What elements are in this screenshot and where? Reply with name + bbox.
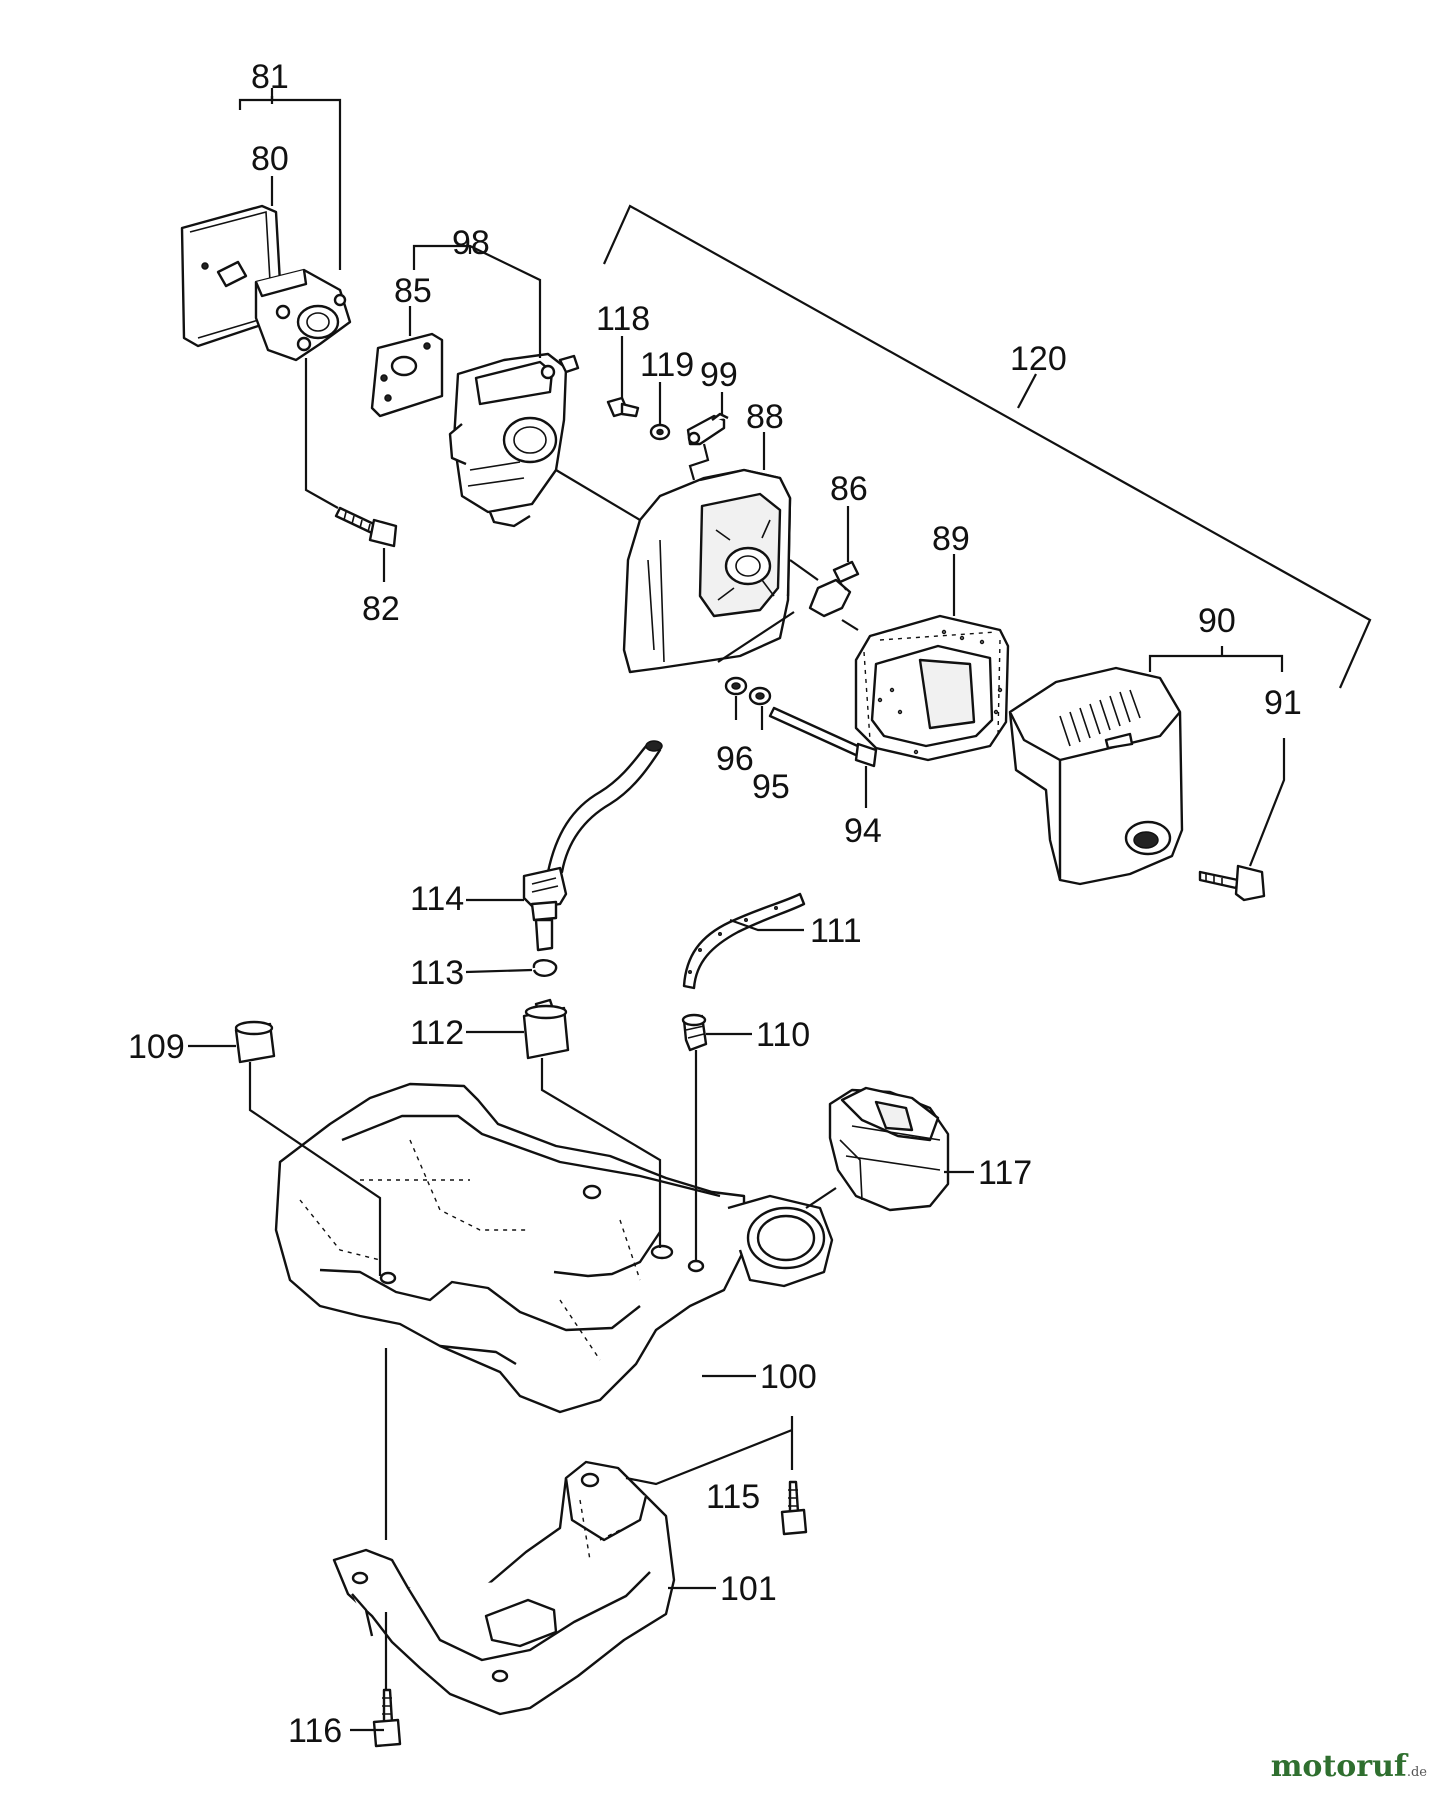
label-110: 110	[756, 1016, 810, 1054]
watermark-logo: motoruf.de	[1271, 1749, 1427, 1784]
watermark-main: motoruf	[1270, 1749, 1407, 1784]
label-82: 82	[362, 590, 400, 628]
label-80: 80	[251, 140, 289, 178]
label-118: 118	[596, 300, 650, 338]
label-96: 96	[716, 740, 754, 778]
label-98: 98	[452, 224, 490, 262]
part-98-carburetor	[448, 352, 580, 528]
label-120: 120	[1010, 340, 1067, 378]
part-111-vent-hose	[682, 892, 806, 990]
part-85-gasket	[370, 332, 444, 418]
label-86: 86	[830, 470, 868, 508]
leader-lines	[188, 88, 1372, 1732]
part-86-knob	[808, 560, 860, 618]
fuel-pipe-upper	[546, 740, 663, 874]
part-100-fuel-tank	[274, 1082, 834, 1414]
callout-labels: 81 80 82 85 98 118 119 99 88 86 89 120 9…	[128, 58, 1302, 1750]
part-116-screw	[372, 1688, 402, 1748]
part-99-bracket	[686, 412, 729, 446]
part-119-washer	[649, 423, 671, 441]
part-88-air-cleaner-case	[622, 468, 792, 674]
part-95-washer	[748, 686, 772, 706]
label-85: 85	[394, 272, 432, 310]
label-119: 119	[640, 346, 694, 384]
watermark-suffix: .de	[1406, 1765, 1427, 1780]
label-101: 101	[720, 1570, 777, 1608]
part-112-grommet	[522, 998, 570, 1060]
part-94-long-bolt	[768, 706, 878, 768]
label-116: 116	[288, 1712, 342, 1750]
label-100: 100	[760, 1358, 817, 1396]
label-90: 90	[1198, 602, 1236, 640]
label-117: 117	[978, 1154, 1032, 1192]
label-111: 111	[810, 912, 862, 950]
part-90-cover	[1008, 666, 1184, 886]
part-118-screw	[606, 396, 640, 418]
part-89-air-filter	[854, 614, 1010, 762]
part-114-fuel-strainer	[522, 866, 568, 952]
label-89: 89	[932, 520, 970, 558]
label-99: 99	[700, 356, 738, 394]
part-82-screw	[334, 506, 398, 548]
part-91-bolt	[1198, 864, 1266, 902]
label-113: 113	[410, 954, 464, 992]
part-117-fuel-cap	[828, 1086, 950, 1212]
label-109: 109	[128, 1028, 185, 1066]
part-101-tank-guard	[332, 1460, 676, 1716]
part-96-washer	[724, 676, 748, 696]
label-114: 114	[410, 880, 464, 918]
label-95: 95	[752, 768, 790, 806]
part-113-clip	[532, 959, 558, 977]
label-94: 94	[844, 812, 882, 850]
label-81: 81	[251, 58, 289, 96]
part-115-screw	[780, 1480, 808, 1536]
part-109-rubber-mount	[234, 1020, 276, 1064]
label-91: 91	[1264, 684, 1302, 722]
label-112: 112	[410, 1014, 464, 1052]
label-88: 88	[746, 398, 784, 436]
label-115: 115	[706, 1478, 760, 1516]
part-81-insulator	[254, 268, 352, 362]
part-110-vent-grommet	[681, 1013, 708, 1052]
